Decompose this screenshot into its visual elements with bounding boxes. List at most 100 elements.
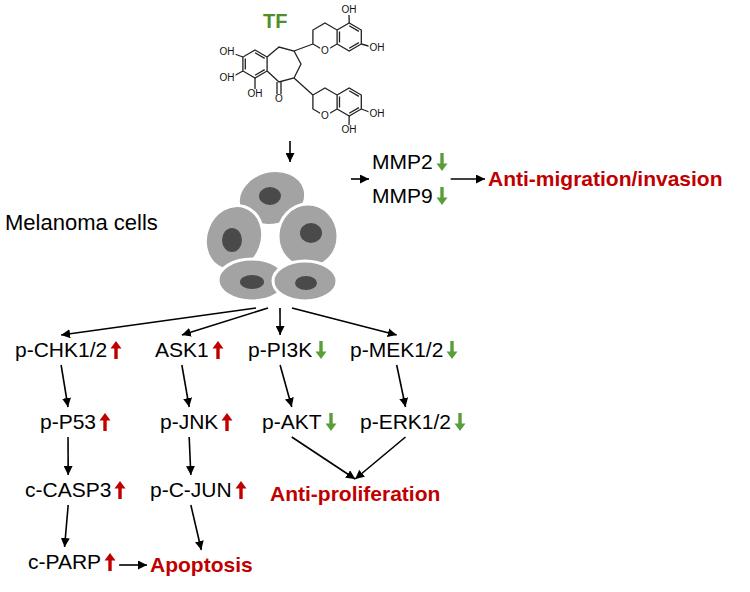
pathway-node: p-P53 [40,410,111,434]
node-text: p-AKT [262,410,322,434]
pathway-arrow [191,505,202,550]
atom-label: OH [341,125,358,135]
pathway-arrow [351,178,369,180]
atom-label: OH [219,47,236,57]
molecule-bonds [232,14,372,126]
pathway-arrow [189,437,191,475]
increase-arrow-shape [100,413,111,431]
decrease-arrow [436,152,448,172]
increase-arrow [104,552,116,572]
pathway-node: p-MEK1/2 [350,338,458,362]
pathway-arrow [292,437,355,479]
increase-arrow-shape [235,481,246,499]
pathway-node: p-AKT [262,410,337,434]
node-text: ASK1 [155,338,209,362]
pathway-node: Anti-proliferation [270,482,440,506]
cell-nuclei [222,187,322,290]
node-text: c-CASP3 [25,478,111,502]
increase-arrow [110,340,122,360]
cell-body [273,261,337,301]
increase-arrow [235,480,247,500]
atom-label: O [320,46,330,56]
pathway-arrow [292,308,397,335]
pathway-node: Anti-migration/invasion [488,167,723,191]
decrease-arrow-shape [436,153,447,171]
node-text: MMP2 [372,150,433,174]
node-text: MMP9 [372,184,433,208]
decrease-arrow [446,340,458,360]
node-text: TF [263,10,287,33]
pathway-node: ASK1 [155,338,224,362]
node-text: p-JNK [160,410,218,434]
melanoma-cells [196,163,338,301]
cell-nucleus [259,187,281,205]
node-text: p-MEK1/2 [350,338,443,362]
decrease-arrow-shape [455,413,466,431]
cell-nucleus [222,228,242,252]
decrease-arrow [315,340,327,360]
node-text: Anti-proliferation [270,482,440,506]
pathway-arrow [289,141,291,162]
molecule-rings [243,23,361,116]
pathway-arrow [182,308,268,335]
node-text: p-CHK1/2 [15,338,107,362]
atom-label: OH [341,5,358,15]
pathway-node: TF [205,2,395,138]
tf-molecule [232,14,372,126]
pathway-node: p-CHK1/2 [15,338,122,362]
node-text: p-P53 [40,410,96,434]
node-text: Apoptosis [150,553,253,577]
pathway-arrow [451,178,485,180]
cell-body [278,204,338,268]
atom-label: OH [369,43,386,53]
node-text: Anti-migration/invasion [488,167,723,191]
increase-arrow-shape [111,341,122,359]
pathway-arrow [119,564,147,566]
pathway-arrow [182,365,189,407]
cell-nucleus [295,276,317,290]
pathway-node: p-C-JUN [150,478,247,502]
pathway-arrow [280,365,292,407]
decrease-arrow [436,186,448,206]
molecule-double-bonds [245,26,359,113]
atom-label: O [274,94,284,104]
pathway-arrow [279,308,281,335]
increase-arrow-shape [212,341,223,359]
pathway-arrow [355,437,405,479]
atom-label: OH [369,109,386,119]
pathway-arrow [67,437,69,475]
atom-label: OH [247,89,264,99]
node-text: Melanoma cells [5,210,158,236]
pathway-arrow [65,505,69,547]
decrease-arrow-shape [436,187,447,205]
pathway-node: MMP2MMP9 [372,150,448,208]
decrease-arrow-shape [316,341,327,359]
increase-arrow-shape [115,481,126,499]
decrease-arrow [325,412,337,432]
pathway-node: Apoptosis [150,553,253,577]
node-text: p-C-JUN [150,478,232,502]
pathway-node: c-CASP3 [25,478,126,502]
pathway-node: p-JNK [160,410,233,434]
increase-arrow [221,412,233,432]
cell-nucleus [240,275,264,289]
increase-arrow-shape [222,413,233,431]
node-text: p-PI3K [248,338,312,362]
decrease-arrow [454,412,466,432]
node-text: c-PARP [28,550,101,574]
atom-label: OH [219,73,236,83]
pathway-arrow [61,365,68,407]
decrease-arrow-shape [447,341,458,359]
atom-label: O [320,111,330,121]
increase-arrow [99,412,111,432]
pathway-node: c-PARP [28,550,116,574]
increase-arrow-shape [105,553,116,571]
pathway-arrow [397,365,406,407]
decrease-arrow-shape [325,413,336,431]
pathway-node: Melanoma cells [0,165,348,305]
increase-arrow [212,340,224,360]
pathway-node: p-ERK1/2 [360,410,466,434]
node-text: p-ERK1/2 [360,410,451,434]
cell-nucleus [300,223,322,243]
increase-arrow [114,480,126,500]
